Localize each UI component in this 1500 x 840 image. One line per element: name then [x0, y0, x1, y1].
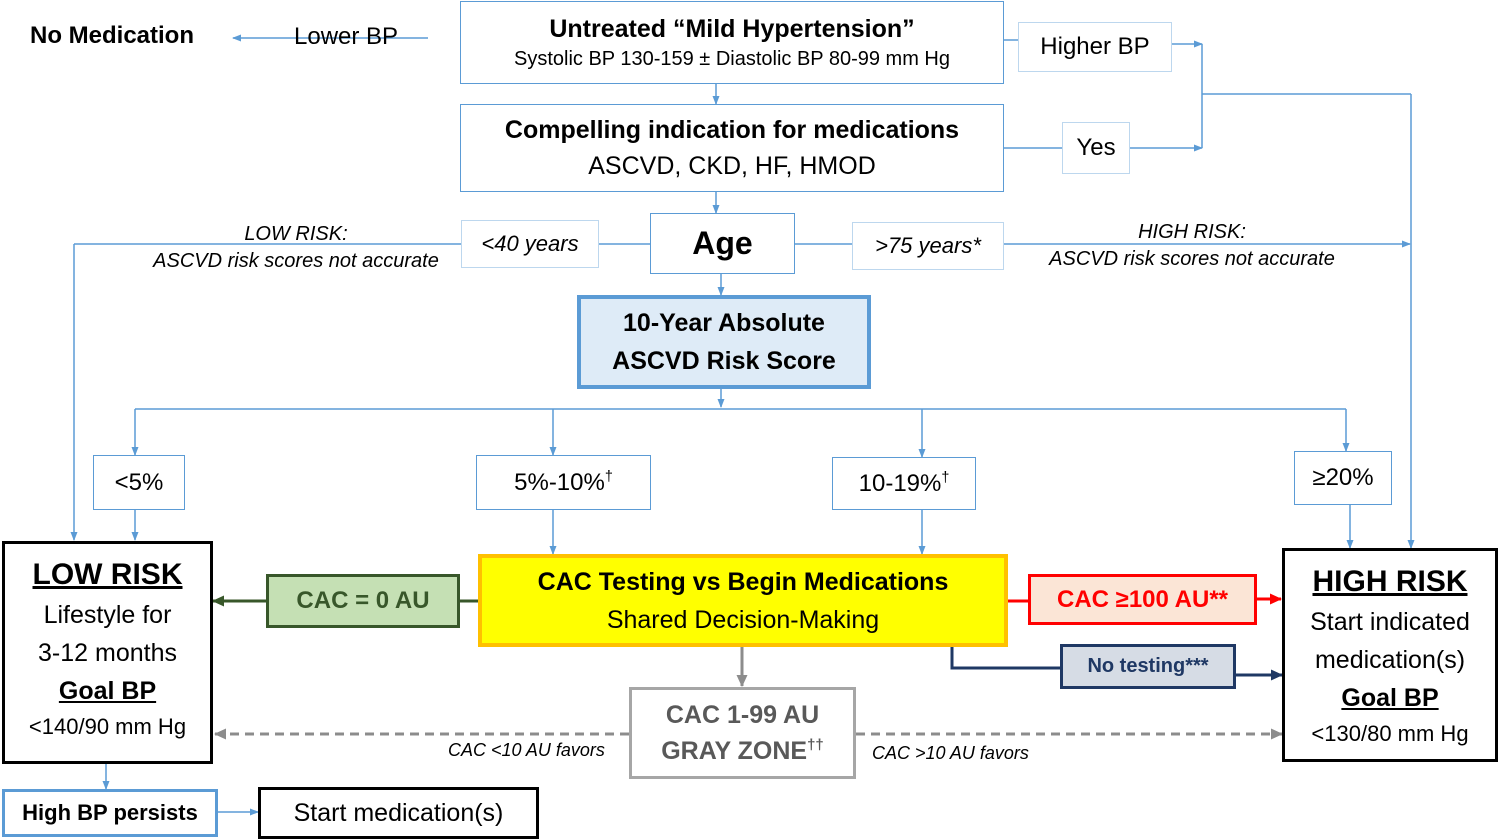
- ascvd-risk-score-box: 10-Year Absolute ASCVD Risk Score: [577, 295, 871, 389]
- cac-testing-box: CAC Testing vs Begin Medications Shared …: [478, 554, 1008, 647]
- untreated-subtitle: Systolic BP 130-159 ± Diastolic BP 80-99…: [514, 47, 950, 70]
- cac-100-label: CAC ≥100 AU**: [1057, 585, 1228, 613]
- high-risk-target: <130/80 mm Hg: [1311, 721, 1469, 746]
- lower-bp-label: Lower BP: [294, 23, 399, 50]
- risk-bin-5-10-label: 5%-10%: [514, 468, 605, 496]
- high-risk-note-line2: ASCVD risk scores not accurate: [1049, 248, 1335, 270]
- start-medication-label: Start medication(s): [293, 798, 504, 827]
- high-bp-persists-label: High BP persists: [22, 800, 198, 825]
- risk-bin-10-19-label: 10-19%: [858, 469, 942, 497]
- under-40-box: <40 years: [461, 220, 599, 268]
- untreated-title: Untreated “Mild Hypertension”: [549, 14, 915, 43]
- high-risk-line2: medication(s): [1314, 646, 1466, 674]
- ascvd-line1: 10-Year Absolute: [623, 309, 825, 337]
- low-risk-title: LOW RISK: [32, 558, 183, 591]
- favors-high-label: CAC >10 AU favors: [872, 743, 1029, 763]
- low-risk-note-line2: ASCVD risk scores not accurate: [153, 250, 439, 272]
- compelling-title: Compelling indication for medications: [504, 116, 960, 144]
- high-bp-persists-box: High BP persists: [2, 789, 218, 837]
- no-testing-box: No testing***: [1060, 644, 1236, 689]
- risk-bin-under-5-label: <5%: [114, 468, 164, 496]
- favors-low-label: CAC <10 AU favors: [448, 740, 605, 760]
- low-risk-box: LOW RISK Lifestyle for 3-12 months Goal …: [2, 541, 213, 764]
- high-risk-box: HIGH RISK Start indicated medication(s) …: [1282, 548, 1498, 762]
- high-risk-line1: Start indicated: [1310, 608, 1470, 636]
- compelling-subtitle: ASCVD, CKD, HF, HMOD: [588, 152, 876, 180]
- risk-bin-5-10: 5%-10%†: [476, 455, 651, 510]
- gray-zone-line1: CAC 1-99 AU: [665, 701, 820, 729]
- dagger-mark: †: [941, 469, 950, 486]
- low-risk-line1: Lifestyle for: [43, 601, 172, 629]
- gray-zone-line2: GRAY ZONE: [661, 737, 808, 765]
- under-40-label: <40 years: [481, 231, 579, 256]
- compelling-indication-box: Compelling indication for medications AS…: [460, 104, 1004, 192]
- risk-bin-10-19: 10-19%†: [832, 457, 976, 510]
- low-risk-target: <140/90 mm Hg: [28, 714, 187, 739]
- low-risk-note-line1: LOW RISK:: [244, 223, 348, 245]
- age-box: Age: [650, 213, 795, 274]
- yes-label: Yes: [1076, 134, 1116, 161]
- double-dagger-mark: ††: [807, 736, 824, 754]
- over-75-box: >75 years*: [852, 222, 1004, 270]
- cac-testing-title: CAC Testing vs Begin Medications: [537, 567, 949, 596]
- high-risk-note: HIGH RISK: ASCVD risk scores not accurat…: [1044, 219, 1340, 273]
- no-testing-label: No testing***: [1087, 655, 1209, 677]
- over-75-label: >75 years*: [875, 233, 981, 258]
- untreated-hypertension-box: Untreated “Mild Hypertension” Systolic B…: [460, 1, 1004, 84]
- low-risk-goal: Goal BP: [58, 677, 157, 705]
- no-medication-label: No Medication: [30, 22, 195, 49]
- high-risk-note-line1: HIGH RISK:: [1138, 221, 1246, 243]
- high-risk-goal: Goal BP: [1341, 684, 1439, 712]
- cac-testing-subtitle: Shared Decision-Making: [606, 605, 880, 634]
- start-medication-box: Start medication(s): [258, 787, 539, 839]
- risk-bin-20-plus: ≥20%: [1294, 451, 1392, 505]
- risk-bin-under-5: <5%: [93, 455, 185, 510]
- higher-bp-box: Higher BP: [1018, 22, 1172, 72]
- cac-zero-label: CAC = 0 AU: [296, 587, 430, 614]
- higher-bp-label: Higher BP: [1040, 33, 1150, 60]
- yes-box: Yes: [1062, 122, 1130, 174]
- age-label: Age: [692, 225, 753, 261]
- low-risk-line2: 3-12 months: [38, 639, 177, 667]
- dagger-mark: †: [604, 468, 613, 485]
- low-risk-note: LOW RISK: ASCVD risk scores not accurate: [150, 221, 442, 275]
- cac-zero-box: CAC = 0 AU: [266, 574, 460, 628]
- ascvd-line2: ASCVD Risk Score: [612, 347, 836, 375]
- gray-zone-box: CAC 1-99 AU GRAY ZONE††: [629, 687, 856, 779]
- cac-100-box: CAC ≥100 AU**: [1028, 574, 1257, 625]
- risk-bin-20-plus-label: ≥20%: [1312, 464, 1374, 491]
- high-risk-title: HIGH RISK: [1312, 565, 1468, 598]
